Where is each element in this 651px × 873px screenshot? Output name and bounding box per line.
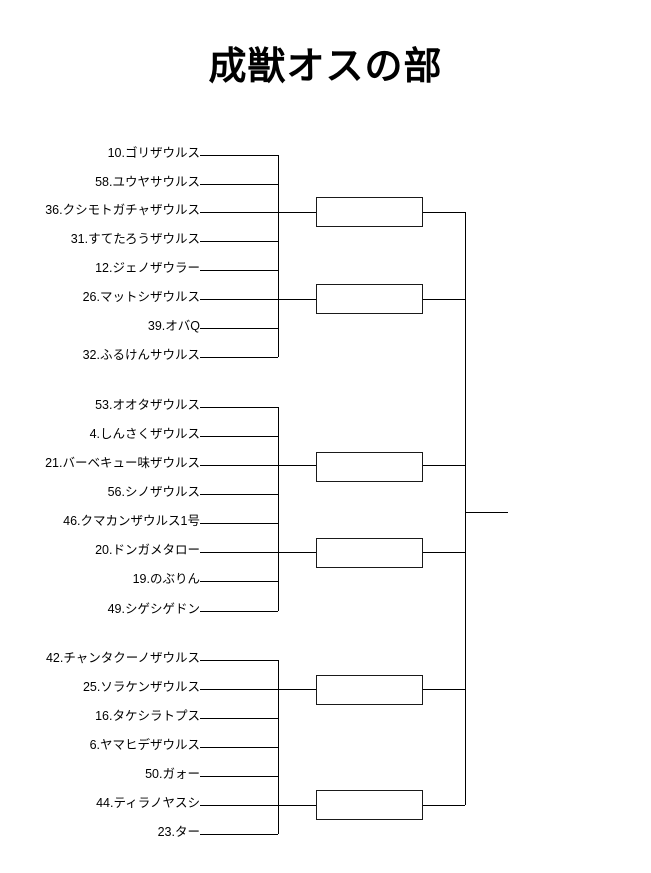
entry-label: 46.クマカンザウルス1号 (63, 514, 200, 528)
box-out-stub (423, 212, 465, 213)
entry-label: 25.ソラケンザウルス (82, 680, 200, 694)
seed-line (200, 436, 278, 437)
page-title: 成獣オスの部 (208, 46, 443, 88)
seed-line (200, 834, 278, 835)
entry-label: 4.しんさくザウルス (89, 427, 200, 441)
seed-line (200, 270, 278, 271)
box-out-stub (423, 465, 465, 466)
seed-line (200, 581, 278, 582)
seed-line (200, 184, 278, 185)
champion-line (465, 512, 508, 513)
group-spine (278, 660, 279, 834)
box-out-stub (423, 805, 465, 806)
seed-line (200, 155, 278, 156)
entry-label: 39.オバQ (147, 319, 200, 333)
seed-line (200, 523, 278, 524)
seed-line (200, 407, 278, 408)
box-out-stub (423, 299, 465, 300)
seed-line (200, 747, 278, 748)
entry-label: 16.タケシラトプス (95, 709, 200, 723)
seed-line (200, 241, 278, 242)
entry-label: 36.クシモトガチャザウルス (45, 203, 200, 217)
seed-line (200, 299, 316, 300)
entry-label: 44.ティラノヤスシ (96, 796, 200, 810)
seed-line (200, 328, 278, 329)
entry-label: 49.シゲシゲドン (107, 602, 200, 616)
entry-label: 56.シノザウルス (107, 485, 200, 499)
match-box-2[interactable] (316, 284, 423, 314)
entry-label: 32.ふるけんサウルス (82, 348, 200, 362)
match-box-5[interactable] (316, 675, 423, 705)
entry-label: 23.ター (157, 825, 200, 839)
entry-label: 50.ガォー (145, 767, 200, 781)
entry-label: 31.すてたろうザウルス (70, 232, 200, 246)
seed-line (200, 718, 278, 719)
seed-line (200, 660, 278, 661)
entry-label: 12.ジェノザウラー (95, 261, 200, 275)
seed-line (200, 465, 316, 466)
match-box-6[interactable] (316, 790, 423, 820)
entry-label: 20.ドンガメタロー (95, 543, 200, 557)
group-spine (278, 407, 279, 611)
seed-line (200, 805, 316, 806)
seed-line (200, 689, 316, 690)
entry-label: 42.チャンタクーノザウルス (45, 651, 200, 665)
match-box-1[interactable] (316, 197, 423, 227)
entry-label: 19.のぶりん (132, 572, 200, 586)
seed-line (200, 212, 316, 213)
box-out-stub (423, 552, 465, 553)
final-spine (465, 212, 466, 805)
box-out-stub (423, 689, 465, 690)
entry-label: 58.ユウヤサウルス (95, 175, 200, 189)
entry-label: 26.マットシザウルス (82, 290, 200, 304)
entry-label: 6.ヤマヒデザウルス (89, 738, 200, 752)
group-spine (278, 155, 279, 357)
seed-line (200, 357, 278, 358)
seed-line (200, 611, 278, 612)
match-box-3[interactable] (316, 452, 423, 482)
match-box-4[interactable] (316, 538, 423, 568)
seed-line (200, 494, 278, 495)
seed-line (200, 552, 316, 553)
seed-line (200, 776, 278, 777)
entry-label: 10.ゴリザウルス (107, 146, 200, 160)
entry-label: 21.バーベキュー味ザウルス (45, 456, 200, 470)
entry-label: 53.オオタザウルス (95, 398, 200, 412)
